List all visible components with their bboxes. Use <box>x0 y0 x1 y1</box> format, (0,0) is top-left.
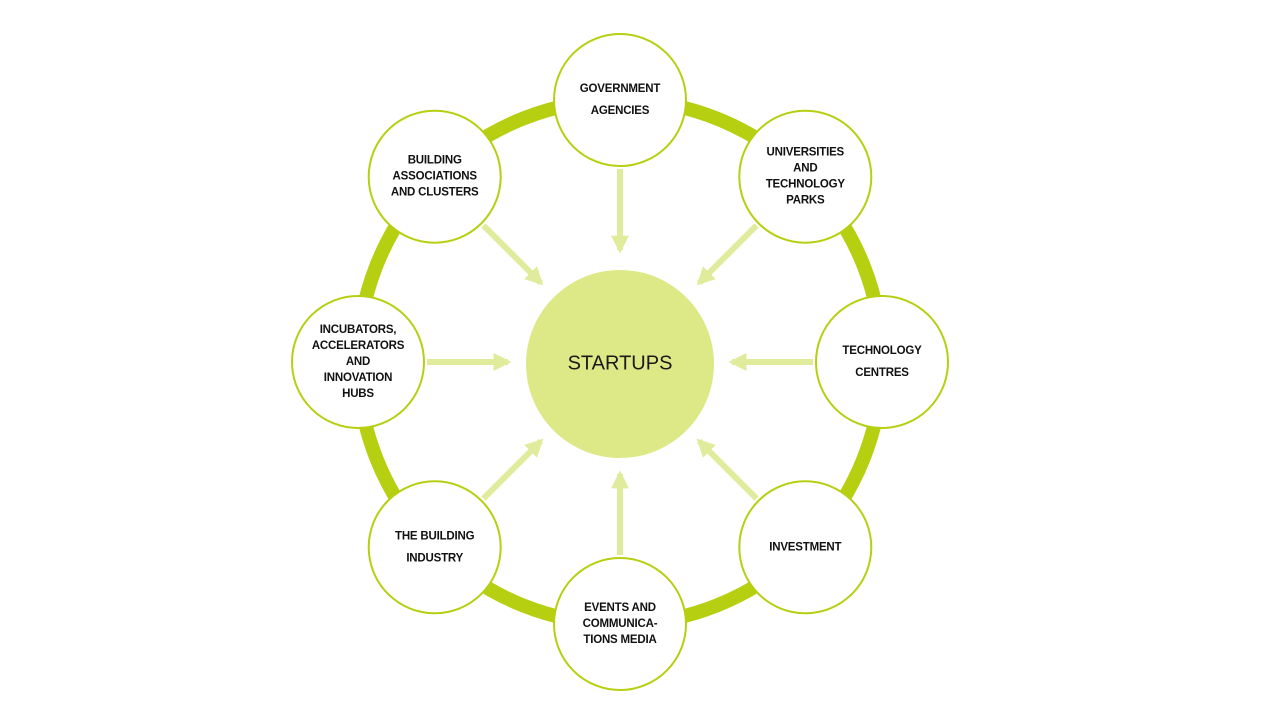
node-universities-and-technology-parks: UNIVERSITIES AND TECHNOLOGY PARKS <box>738 109 873 244</box>
node-label-line: EVENTS AND <box>584 602 656 614</box>
node-label-line: INDUSTRY <box>406 552 463 564</box>
node-label-line: TECHNOLOGY <box>842 345 922 357</box>
startups-circle <box>526 270 714 458</box>
node-label-line: AGENCIES <box>591 105 650 117</box>
node-circle <box>553 33 687 167</box>
node-label-line: TECHNOLOGY <box>766 179 846 191</box>
node-label-line: INVESTMENT <box>769 541 841 553</box>
node-label-line: THE BUILDING <box>395 530 475 542</box>
node-circle <box>738 480 873 615</box>
node-label-line: COMMUNICA- <box>583 618 658 630</box>
arrow-investment <box>696 438 759 501</box>
node-label-line: AND <box>346 356 370 368</box>
node-label-line: INNOVATION <box>324 372 393 384</box>
center-node: STARTUPS <box>526 270 714 458</box>
node-label-line: UNIVERSITIES <box>767 147 845 159</box>
node-circle <box>291 295 425 429</box>
node-label-line: BUILDING <box>408 155 462 167</box>
nodes-layer: GOVERNMENT AGENCIES UNIVERSITIES AND TECHNOL… <box>291 33 949 691</box>
node-investment: INVESTMENT <box>738 480 873 615</box>
arrow-universities-and-technology-parks <box>696 223 759 286</box>
node-label-line: GOVERNMENT <box>580 83 661 95</box>
node-label-line: PARKS <box>786 195 825 207</box>
node-label-line: AND CLUSTERS <box>391 187 479 199</box>
node-circle <box>367 480 502 615</box>
node-circle <box>367 109 502 244</box>
node-events-and-communications-media: EVENTS AND COMMUNICA- TIONS MEDIA <box>553 557 687 691</box>
node-circle <box>553 557 687 691</box>
node-circle <box>738 109 873 244</box>
node-label-line: AND <box>793 163 817 175</box>
node-label-line: ASSOCIATIONS <box>393 171 478 183</box>
node-incubators-accelerators-and-innovation-hubs: INCUBATORS, ACCELERATORS AND INNOVATION HUBS <box>291 295 425 429</box>
node-building-associations-and-clusters: BUILDING ASSOCIATIONS AND CLUSTERS <box>367 109 502 244</box>
node-label-line: ACCELERATORS <box>312 340 405 352</box>
node-technology-centres: TECHNOLOGY CENTRES <box>815 295 949 429</box>
node-label-line: INCUBATORS, <box>320 324 397 336</box>
node-the-building-industry: THE BUILDING INDUSTRY <box>367 480 502 615</box>
arrow-the-building-industry <box>481 438 544 501</box>
center-label: STARTUPS <box>568 352 673 374</box>
node-circle <box>815 295 949 429</box>
arrow-building-associations-and-clusters <box>481 223 544 286</box>
node-label-line: TIONS MEDIA <box>583 634 656 646</box>
node-label-line: HUBS <box>342 388 374 400</box>
arrows-layer <box>427 169 813 555</box>
node-label-line: CENTRES <box>855 367 909 379</box>
node-government-agencies: GOVERNMENT AGENCIES <box>553 33 687 167</box>
